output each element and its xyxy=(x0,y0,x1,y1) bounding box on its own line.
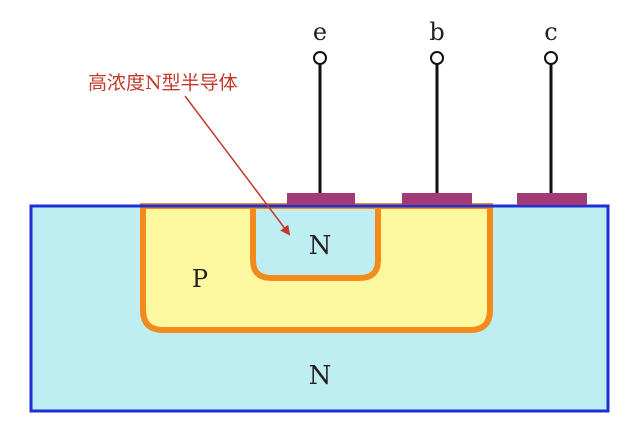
annotation-arrow xyxy=(184,95,291,236)
n-emitter-region xyxy=(250,203,381,281)
n-substrate-label: N xyxy=(309,361,332,391)
emitter-terminal-circle xyxy=(313,51,327,65)
emitter-terminal-label: e xyxy=(313,18,327,46)
n-emitter-label: N xyxy=(309,231,332,261)
collector-contact xyxy=(517,193,587,205)
collector-terminal-label: c xyxy=(544,18,557,46)
base-terminal-label: b xyxy=(429,18,444,46)
annotation-label: 高浓度N型半导体 xyxy=(88,72,238,94)
base-terminal-circle xyxy=(430,51,444,65)
collector-terminal-circle xyxy=(544,51,558,65)
base-contact xyxy=(402,193,472,205)
emitter-contact xyxy=(287,193,355,205)
p-base-label: P xyxy=(192,265,208,293)
